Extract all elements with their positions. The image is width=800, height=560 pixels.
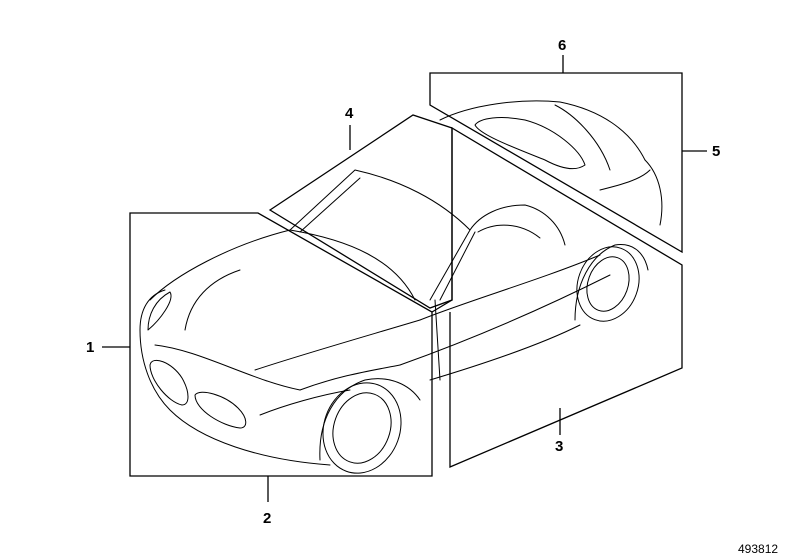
- leader-lines: [102, 55, 707, 502]
- callout-3: 3: [555, 438, 563, 455]
- callout-4: 4: [345, 105, 354, 122]
- callout-2: 2: [263, 510, 271, 527]
- side-section-frame: [431, 126, 683, 468]
- callout-1: 1: [86, 339, 94, 356]
- callout-5: 5: [712, 143, 720, 160]
- rear-section-frame: [429, 72, 683, 254]
- callout-6: 6: [558, 37, 566, 54]
- windshield-section-frame: [268, 114, 453, 309]
- car-illustration: [139, 100, 663, 474]
- section-frames: [129, 72, 683, 477]
- diagram-reference-number: 493812: [738, 542, 778, 556]
- front-section-frame: [129, 212, 433, 477]
